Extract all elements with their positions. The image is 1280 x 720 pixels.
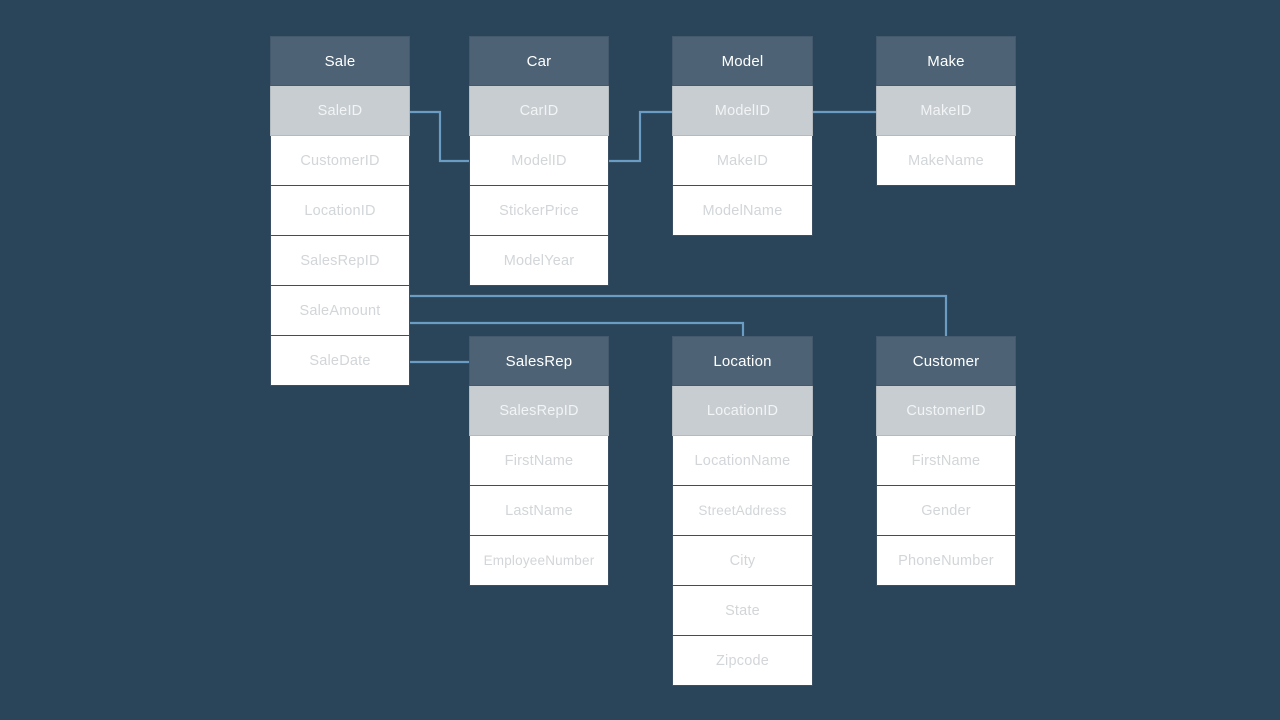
entity-title-sale: Sale <box>270 36 410 86</box>
entity-field[interactable]: State <box>672 586 813 636</box>
entity-field[interactable]: LocationID <box>270 186 410 236</box>
entity-title-customer: Customer <box>876 336 1016 386</box>
primary-key-field[interactable]: CustomerID <box>876 386 1016 436</box>
entity-field[interactable]: StickerPrice <box>469 186 609 236</box>
entity-field[interactable]: LocationName <box>672 436 813 486</box>
entity-title-make: Make <box>876 36 1016 86</box>
entity-field[interactable]: Zipcode <box>672 636 813 686</box>
entity-title-salesrep: SalesRep <box>469 336 609 386</box>
entity-field[interactable]: MakeID <box>672 136 813 186</box>
primary-key-field[interactable]: SalesRepID <box>469 386 609 436</box>
primary-key-field[interactable]: ModelID <box>672 86 813 136</box>
entity-field[interactable]: ModelID <box>469 136 609 186</box>
relationship-line <box>410 110 469 163</box>
entity-title-car: Car <box>469 36 609 86</box>
entity-field[interactable]: MakeName <box>876 136 1016 186</box>
entity-field[interactable]: SaleDate <box>270 336 410 386</box>
entity-field[interactable]: LastName <box>469 486 609 536</box>
relationship-line <box>410 321 745 336</box>
entity-field[interactable]: PhoneNumber <box>876 536 1016 586</box>
entity-field[interactable]: ModelYear <box>469 236 609 286</box>
relationship-line <box>609 110 672 163</box>
entity-field[interactable]: ModelName <box>672 186 813 236</box>
entity-field[interactable]: SaleAmount <box>270 286 410 336</box>
entity-field[interactable]: SalesRepID <box>270 236 410 286</box>
entity-field[interactable]: Gender <box>876 486 1016 536</box>
entity-title-model: Model <box>672 36 813 86</box>
entity-title-location: Location <box>672 336 813 386</box>
relationship-line <box>410 294 948 336</box>
entity-field[interactable]: EmployeeNumber <box>469 536 609 586</box>
primary-key-field[interactable]: CarID <box>469 86 609 136</box>
entity-field[interactable]: CustomerID <box>270 136 410 186</box>
entity-field[interactable]: City <box>672 536 813 586</box>
entity-field[interactable]: FirstName <box>469 436 609 486</box>
entity-field[interactable]: StreetAddress <box>672 486 813 536</box>
primary-key-field[interactable]: LocationID <box>672 386 813 436</box>
primary-key-field[interactable]: MakeID <box>876 86 1016 136</box>
entity-field[interactable]: FirstName <box>876 436 1016 486</box>
primary-key-field[interactable]: SaleID <box>270 86 410 136</box>
